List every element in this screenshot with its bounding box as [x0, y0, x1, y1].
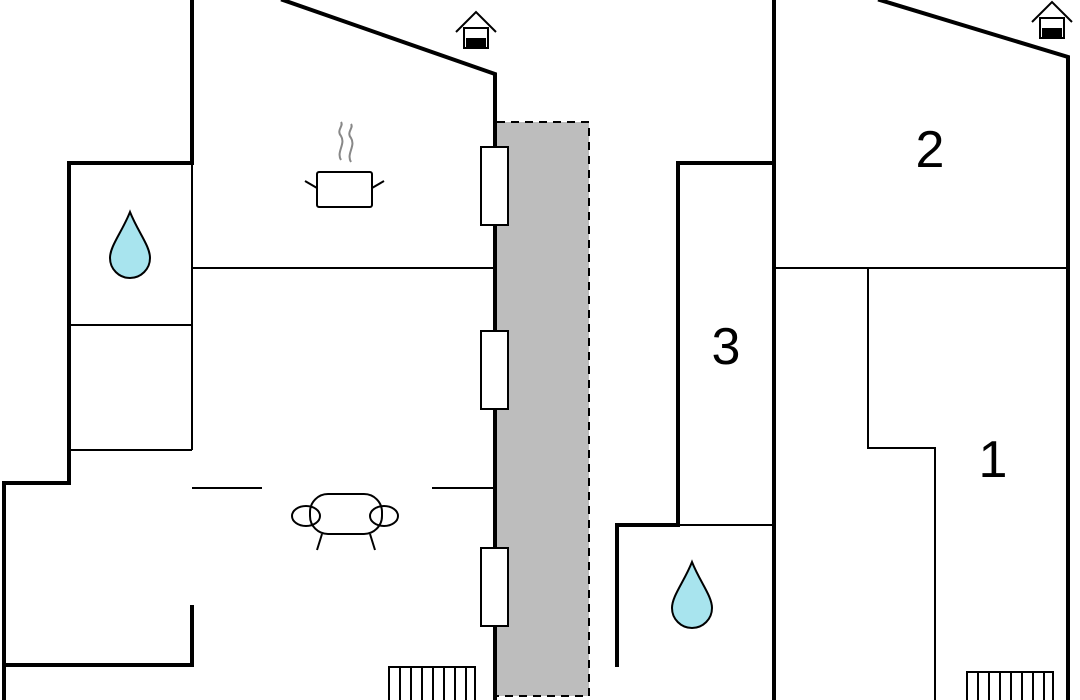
left-unit-wall-segment — [2, 605, 194, 667]
house-entrance-icon — [1031, 0, 1073, 39]
stairs-icon — [966, 671, 1054, 700]
window-left-3 — [480, 547, 509, 627]
cooking-pot-icon — [304, 121, 385, 208]
left-unit-roof-wall — [280, 0, 497, 700]
right-unit-roof-wall — [877, 0, 1070, 700]
room-number-1: 1 — [979, 431, 1008, 489]
terrace-dashed-outline — [497, 121, 590, 697]
terrace — [497, 122, 589, 696]
stairs-icon — [388, 666, 476, 700]
right-unit-outer-wall — [615, 0, 776, 667]
sofa-icon — [291, 493, 399, 551]
room-number-3: 3 — [712, 318, 741, 376]
room-number-2: 2 — [916, 121, 945, 179]
house-entrance-icon — [455, 10, 497, 49]
bedroom1-closet-wall — [867, 268, 936, 700]
window-left-1 — [480, 146, 509, 226]
window-left-2 — [480, 330, 509, 410]
water-drop-icon — [108, 209, 152, 279]
left-unit-outer-wall — [2, 0, 194, 700]
water-drop-icon — [670, 559, 714, 629]
